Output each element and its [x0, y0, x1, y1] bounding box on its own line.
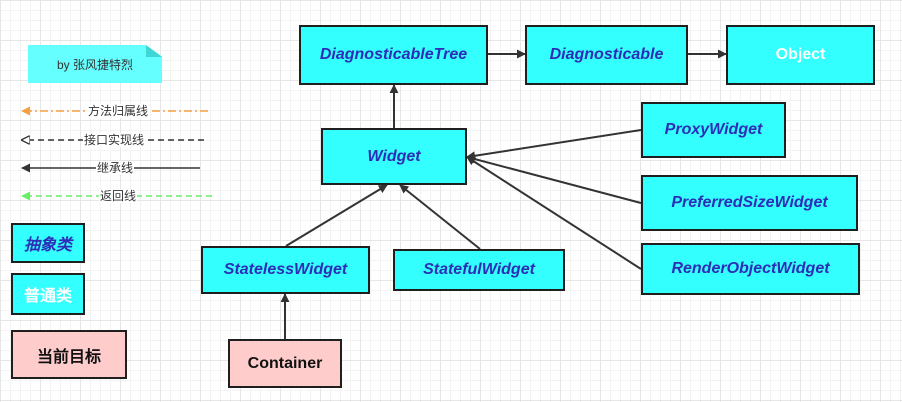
node-diagnosticable-tree: DiagnosticableTree — [299, 25, 488, 85]
node-stateful-widget: StatefulWidget — [393, 249, 565, 291]
edge-statelesswidget-to-widget — [285, 184, 388, 247]
node-proxy-widget: ProxyWidget — [641, 102, 786, 158]
legend-method-belongs-label: 方法归属线 — [87, 104, 150, 118]
legend-interface-impl-label: 接口实现线 — [83, 133, 146, 147]
node-stateless-widget: StatelessWidget — [201, 246, 370, 294]
edge-renderobjectwidget-to-widget — [466, 156, 642, 270]
legend-inheritance-label: 继承线 — [96, 161, 135, 175]
node-render-object-widget: RenderObjectWidget — [641, 243, 860, 295]
node-container: Container — [228, 339, 342, 388]
edge-statefulwidget-to-widget — [399, 184, 481, 250]
node-diagnosticable: Diagnosticable — [525, 25, 688, 85]
author-note-text: by 张风捷特烈 — [56, 57, 133, 72]
legend-return-label: 返回线 — [99, 189, 138, 203]
edge-preferredsizewidget-to-widget — [466, 154, 642, 204]
legend-normal-class: 普通类 — [11, 273, 85, 315]
legend-current-target: 当前目标 — [11, 330, 127, 379]
legend-abstract-class: 抽象类 — [11, 223, 85, 263]
node-preferred-size-widget: PreferredSizeWidget — [641, 175, 858, 231]
node-object: Object — [726, 25, 875, 85]
edge-proxywidget-to-widget — [466, 129, 642, 161]
author-note: by 张风捷特烈 — [28, 45, 162, 83]
node-widget: Widget — [321, 128, 467, 185]
